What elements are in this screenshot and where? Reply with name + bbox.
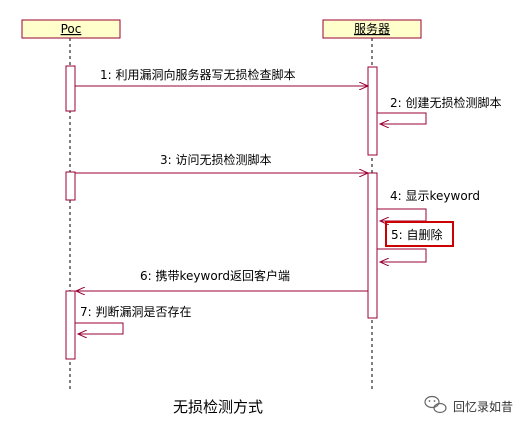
actor-poc: Poc (21, 19, 121, 39)
message-6-label: 6: 携带keyword返回客户端 (140, 268, 290, 283)
wechat-icon (424, 395, 447, 414)
message-5-label: 5: 自删除 (391, 227, 443, 242)
message-6: 6: 携带keyword返回客户端 (76, 268, 368, 291)
message-2: 2: 创建无损检测脚本 (377, 95, 502, 124)
message-7-label: 7: 判断漏洞是否存在 (80, 304, 192, 319)
message-1: 1: 利用漏洞向服务器写无损检查脚本 (75, 67, 368, 86)
message-1-label: 1: 利用漏洞向服务器写无损检查脚本 (100, 67, 296, 82)
message-3-label: 3: 访问无损检测脚本 (160, 152, 272, 167)
poc-activation-1 (65, 65, 76, 112)
message-5-highlight-box (385, 221, 454, 247)
server-activation-1 (367, 66, 378, 156)
watermark: 回忆录如昔 (424, 395, 513, 414)
poc-activation-2 (65, 171, 76, 201)
diagram-caption: 无损检测方式 (173, 398, 263, 416)
actor-server-label: 服务器 (354, 21, 390, 36)
message-3: 3: 访问无损检测脚本 (75, 152, 368, 173)
message-7: 7: 判断漏洞是否存在 (75, 304, 192, 334)
server-activation-2 (367, 172, 378, 319)
message-2-label: 2: 创建无损检测脚本 (390, 95, 502, 110)
actor-poc-label: Poc (61, 22, 82, 36)
message-4-label: 4: 显示keyword (390, 189, 480, 203)
watermark-label: 回忆录如昔 (453, 399, 513, 414)
message-4: 4: 显示keyword (377, 189, 480, 221)
poc-activation-3 (65, 290, 76, 360)
actor-server: 服务器 (322, 19, 422, 39)
message-5: 5: 自删除 (377, 221, 454, 262)
